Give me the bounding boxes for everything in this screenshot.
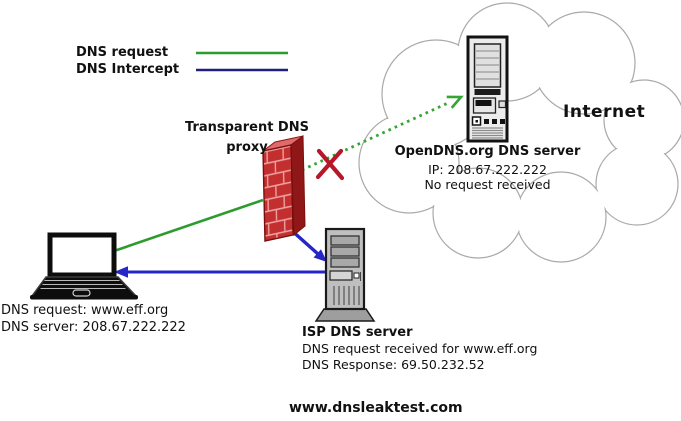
isp-received: DNS request received for www.eff.org xyxy=(302,341,538,356)
client-server: DNS server: 208.67.222.222 xyxy=(1,320,186,335)
legend-dns-intercept-label: DNS Intercept xyxy=(76,62,180,77)
opendns-status: No request received xyxy=(424,177,551,192)
isp-server-icon xyxy=(314,227,376,322)
opendns-title: OpenDNS.org DNS server xyxy=(394,144,581,159)
isp-title: ISP DNS server xyxy=(302,325,413,340)
dns-intercept-arrow-to-laptop xyxy=(114,266,327,278)
client-caption: DNS request: www.eff.org DNS server: 208… xyxy=(1,302,186,336)
proxy-label: Transparent DNS proxy xyxy=(179,118,315,158)
site-footer: www.dnsleaktest.com xyxy=(289,400,463,416)
legend-dns-request-label: DNS request xyxy=(76,45,169,60)
internet-label: Internet xyxy=(563,102,646,122)
proxy-label-line2: proxy xyxy=(226,140,268,155)
firewall-icon xyxy=(262,135,306,242)
client-request: DNS request: www.eff.org xyxy=(1,303,169,318)
isp-response: DNS Response: 69.50.232.52 xyxy=(302,357,485,372)
laptop-icon xyxy=(30,232,138,300)
internet-cloud-icon xyxy=(358,2,681,263)
proxy-label-line1: Transparent DNS xyxy=(185,120,309,135)
dns-request-dotted-arrow xyxy=(301,95,464,172)
opendns-caption: OpenDNS.org DNS server IP: 208.67.222.22… xyxy=(340,144,635,193)
blocked-x-icon xyxy=(315,148,345,181)
isp-caption: ISP DNS server DNS request received for … xyxy=(302,325,537,373)
dns-request-line xyxy=(113,198,264,253)
opendns-server-icon xyxy=(466,35,509,143)
opendns-ip: IP: 208.67.222.222 xyxy=(428,161,547,177)
